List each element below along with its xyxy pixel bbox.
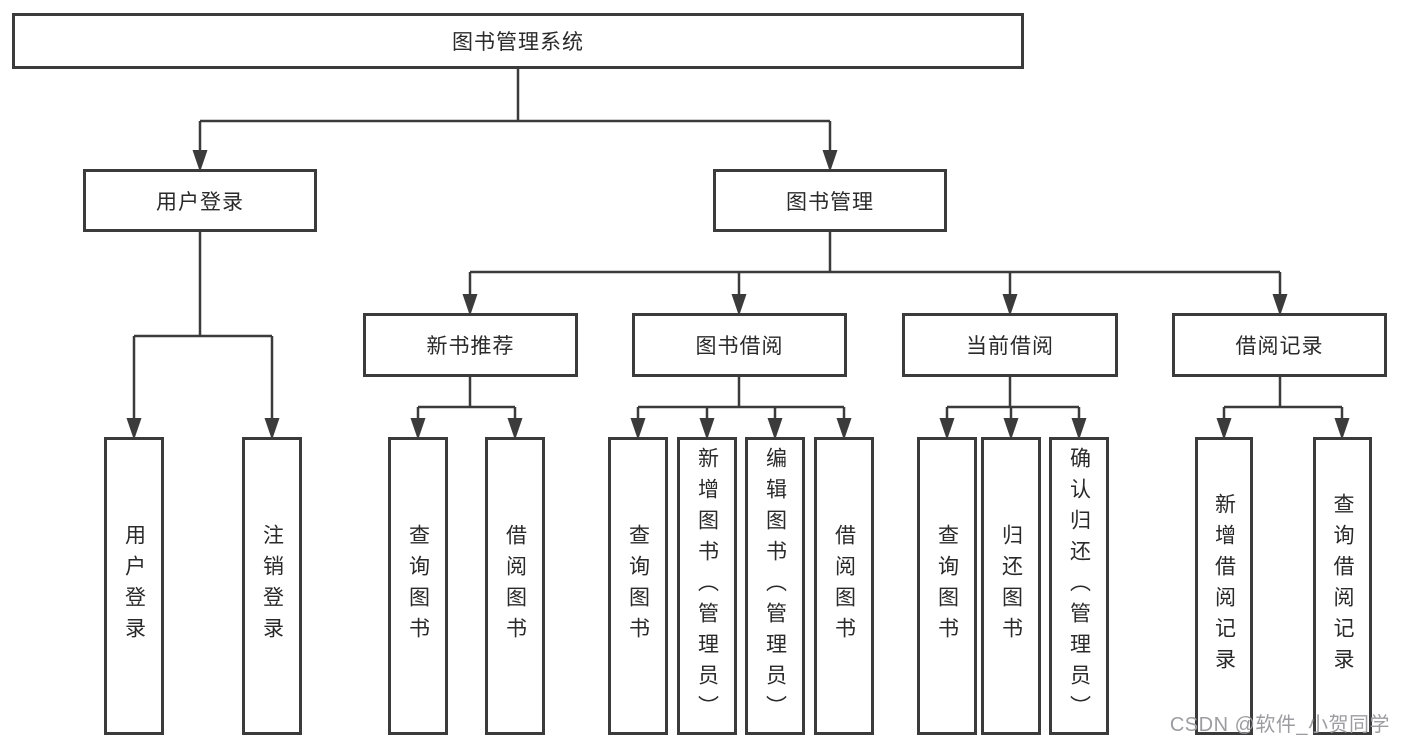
leaf-confirm-return-admin: 确认归还（管理员） — [1049, 437, 1109, 735]
leaf-add-books-admin-label: 新增图书（管理员） — [695, 446, 719, 726]
node-current-borrowing: 当前借阅 — [902, 313, 1118, 377]
leaf-query-books-borrowing: 查询图书 — [608, 437, 668, 735]
leaf-borrow-books-recommend: 借阅图书 — [485, 437, 545, 735]
leaf-return-books: 归还图书 — [981, 437, 1041, 735]
node-borrowing-records: 借阅记录 — [1172, 313, 1387, 377]
leaf-confirm-return-admin-label: 确认归还（管理员） — [1067, 446, 1091, 726]
leaf-user-login-label: 用户登录 — [122, 524, 146, 648]
leaf-user-login: 用户登录 — [104, 437, 164, 735]
leaf-borrow-books-label: 借阅图书 — [832, 524, 856, 648]
node-user-login: 用户登录 — [83, 169, 317, 232]
leaf-logout: 注销登录 — [242, 437, 302, 735]
leaf-query-borrow-record: 查询借阅记录 — [1313, 437, 1372, 735]
node-new-book-recommendation: 新书推荐 — [363, 313, 578, 377]
leaf-query-books-recommend: 查询图书 — [388, 437, 448, 735]
node-root-system: 图书管理系统 — [12, 13, 1024, 69]
leaf-query-books-recommend-label: 查询图书 — [406, 524, 430, 648]
leaf-add-books-admin: 新增图书（管理员） — [677, 437, 737, 735]
leaf-query-books-current-label: 查询图书 — [935, 524, 959, 648]
leaf-edit-books-admin-label: 编辑图书（管理员） — [763, 446, 787, 726]
leaf-query-books-borrowing-label: 查询图书 — [626, 524, 650, 648]
leaf-add-borrow-record-label: 新增借阅记录 — [1212, 493, 1236, 679]
node-book-borrowing: 图书借阅 — [632, 313, 847, 377]
leaf-borrow-books-recommend-label: 借阅图书 — [503, 524, 527, 648]
node-book-management: 图书管理 — [713, 169, 947, 232]
leaf-add-borrow-record: 新增借阅记录 — [1195, 437, 1253, 735]
leaf-edit-books-admin: 编辑图书（管理员） — [745, 437, 805, 735]
leaf-query-books-current: 查询图书 — [917, 437, 977, 735]
watermark: CSDN @软件_小贺同学 — [1169, 714, 1390, 736]
leaf-borrow-books: 借阅图书 — [814, 437, 874, 735]
leaf-return-books-label: 归还图书 — [999, 524, 1023, 648]
leaf-logout-label: 注销登录 — [260, 524, 284, 648]
leaf-query-borrow-record-label: 查询借阅记录 — [1331, 493, 1354, 679]
